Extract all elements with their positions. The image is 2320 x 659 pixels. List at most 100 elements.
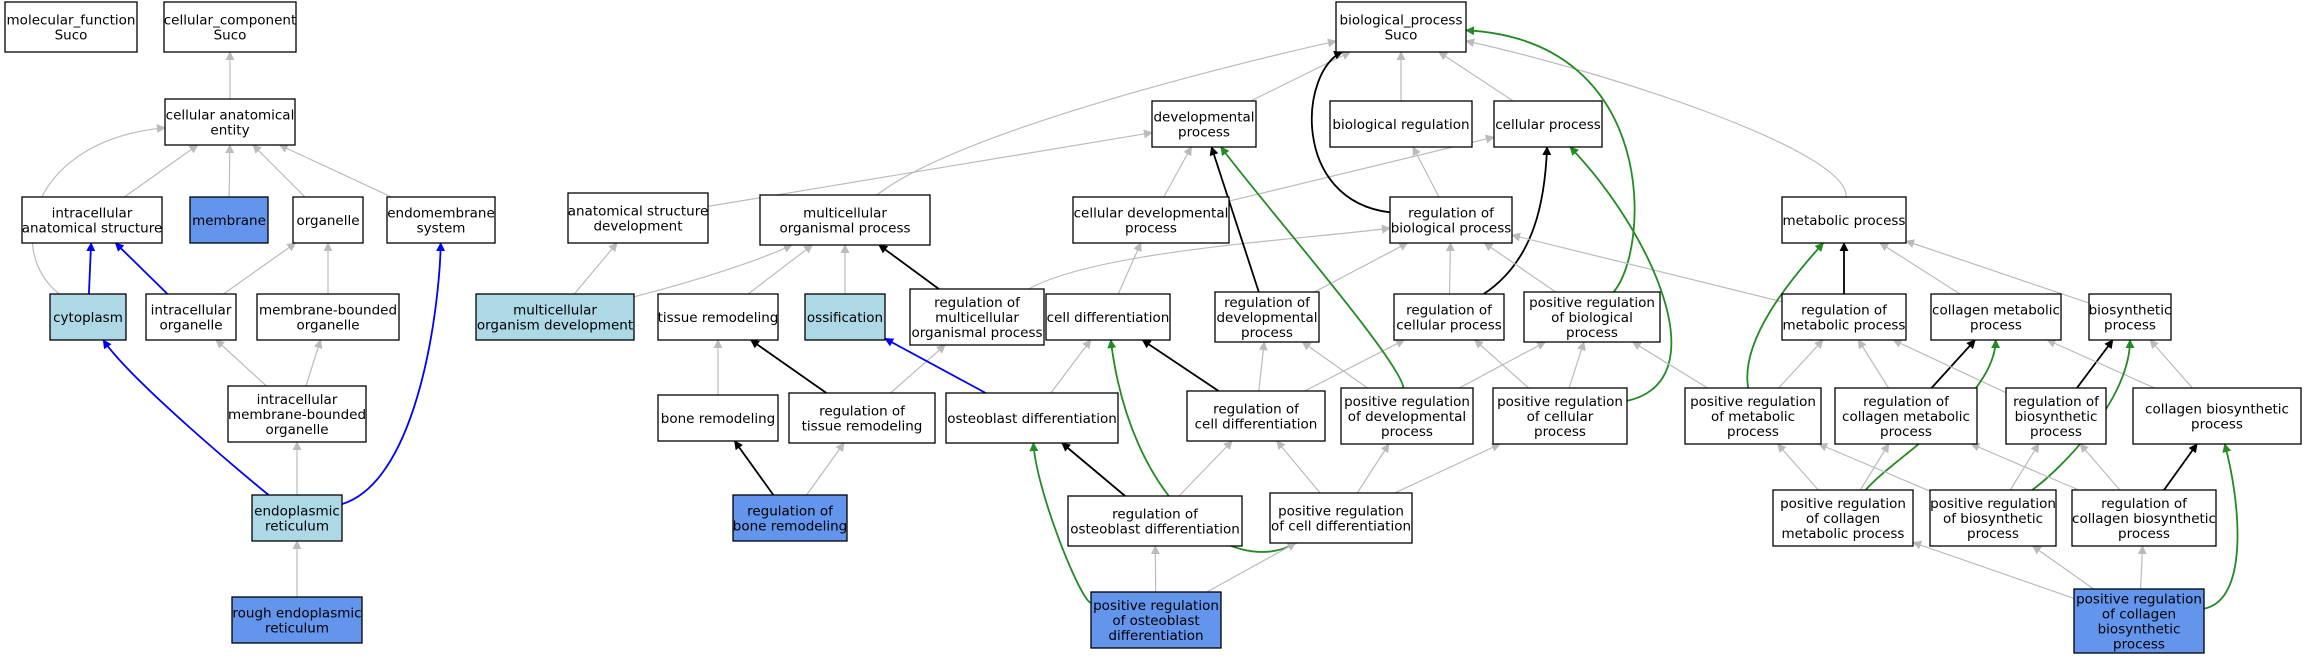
- term-box: [231, 596, 363, 644]
- term-box: [1834, 387, 1978, 445]
- term-box: [1214, 291, 1320, 343]
- term-box: [657, 293, 779, 341]
- term-label-line: regulation of: [934, 295, 1021, 311]
- term-node-cp[interactable]: cellular process: [1493, 100, 1603, 148]
- term-box: [1090, 591, 1222, 649]
- term-label-line: process: [1125, 221, 1177, 237]
- term-node-breg[interactable]: biological regulation: [1329, 100, 1473, 148]
- term-node-metp[interactable]: metabolic process: [1781, 196, 1907, 244]
- edge-is-a-rbp-to-breg: [1412, 146, 1440, 198]
- term-label-line: process: [1178, 125, 1230, 141]
- term-label-line: of biosynthetic: [1943, 511, 2043, 527]
- edge-part-of-er-to-endo: [341, 242, 446, 505]
- edge-is-a-prcp-to-prbp: [1568, 341, 1586, 389]
- term-box: [788, 392, 936, 444]
- term-box: [164, 98, 296, 146]
- edge-is-a-rcp-to-rbp: [1445, 242, 1455, 295]
- term-node-oss[interactable]: ossification: [804, 293, 886, 341]
- term-node-br[interactable]: bone remodeling: [657, 394, 779, 442]
- term-label-line: tissue remodeling: [658, 310, 779, 326]
- term-node-org[interactable]: organelle: [292, 196, 364, 244]
- term-label-line: regulation of: [1112, 507, 1199, 523]
- edge-is-a-rbr-to-rtr: [806, 442, 845, 496]
- term-label-line: positive regulation: [1930, 496, 2056, 512]
- edge-regulates-rmop-to-mop: [878, 244, 940, 290]
- edge-regulates-rbp-to-bp: [1311, 51, 1391, 214]
- edge-regulates-rcmp-to-cmp: [1930, 339, 1976, 389]
- term-label-line: tissue remodeling: [802, 419, 923, 435]
- edge-is-a-rcbp-to-rcmp: [1970, 443, 2079, 491]
- term-node-tr[interactable]: tissue remodeling: [657, 293, 779, 341]
- edge-is-a-cbp-to-cmp: [2046, 339, 2155, 389]
- edge-positively-regulates-prcbp-to-cbp: [2203, 443, 2239, 610]
- term-label-line: intracellular: [52, 206, 133, 222]
- term-label-line: bone remodeling: [733, 519, 847, 535]
- term-label-line: process: [1381, 424, 1433, 440]
- edge-regulates-rtr-to-tr: [750, 339, 827, 394]
- term-node-cyto[interactable]: cytoplasm: [49, 293, 127, 341]
- term-label-line: differentiation: [1108, 628, 1203, 644]
- term-label-line: process: [2191, 417, 2243, 433]
- edge-is-a-bsp-to-metp: [1905, 239, 2090, 304]
- term-node-cd[interactable]: cell differentiation: [1045, 293, 1171, 341]
- term-label-line: biological_process: [1340, 13, 1463, 29]
- edge-is-a-mem-to-cae: [225, 144, 235, 198]
- term-box: [1781, 293, 1907, 341]
- term-label-line: regulation of: [747, 504, 834, 520]
- term-box: [732, 494, 848, 542]
- edge-is-a-imbo-to-mbo: [305, 339, 323, 387]
- term-box: [21, 196, 163, 244]
- edge-is-a-prdp-to-rdp: [1301, 341, 1368, 389]
- term-label-line: biological regulation: [1332, 117, 1469, 133]
- term-box: [386, 196, 496, 244]
- term-box: [2071, 489, 2217, 547]
- term-box: [145, 293, 237, 341]
- edge-positively-regulates-prcp-to-cp: [1569, 146, 1673, 402]
- term-box: [1684, 387, 1822, 445]
- term-node-od[interactable]: osteoblast differentiation: [945, 392, 1119, 444]
- term-label-line: collagen biosynthetic: [2145, 402, 2289, 418]
- term-node-mem[interactable]: membrane: [189, 196, 269, 244]
